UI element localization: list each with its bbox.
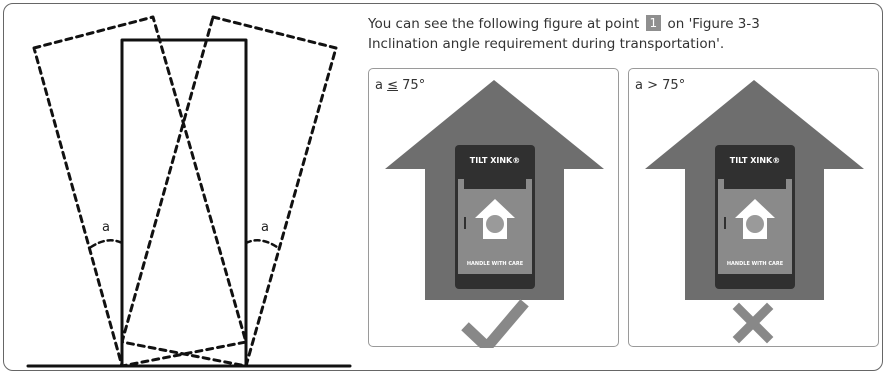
caption-text: You can see the following figure at poin… xyxy=(368,16,644,32)
label-prefix: a xyxy=(375,78,388,93)
angle-label-right: a xyxy=(261,220,269,235)
sticker-indicator xyxy=(746,215,764,233)
angle-arc-left xyxy=(89,239,124,249)
label-value: 75° xyxy=(398,78,426,93)
panel-acceptable: TILT XINK® HANDLE WITH CARE a ≤ 75° xyxy=(368,68,619,348)
caption-line-1: You can see the following figure at poin… xyxy=(368,14,868,34)
panel-label: a ≤ 75° xyxy=(375,78,425,93)
sticker-brand: TILT XINK® xyxy=(730,156,781,165)
sticker-bottom-text: HANDLE WITH CARE xyxy=(727,261,784,267)
angle-label-left: a xyxy=(102,220,110,235)
tilted-cabinet-left xyxy=(32,15,248,368)
caption: You can see the following figure at poin… xyxy=(368,14,868,54)
caption-line-2: Inclination angle requirement during tra… xyxy=(368,36,725,52)
label-operator: > xyxy=(647,78,659,93)
label-operator: ≤ xyxy=(387,78,399,93)
caption-text: on 'Figure 3-3 xyxy=(663,16,760,32)
sticker-brand: TILT XINK® xyxy=(470,156,521,165)
upright-cabinet xyxy=(120,38,248,368)
tilt-diagram: a a xyxy=(26,15,352,368)
acceptable-illustration: TILT XINK® HANDLE WITH CARE xyxy=(385,80,604,348)
panel-label: a > 75° xyxy=(635,78,685,93)
sticker-indicator xyxy=(486,215,504,233)
cross-icon xyxy=(732,302,774,344)
angle-arc-right xyxy=(244,239,279,249)
label-prefix: a xyxy=(635,78,648,93)
sticker-bottom-text: HANDLE WITH CARE xyxy=(467,261,524,267)
tilted-cabinet-right xyxy=(120,15,338,368)
panel-not-acceptable: TILT XINK® HANDLE WITH CARE a > 75° xyxy=(628,68,879,347)
point-badge: 1 xyxy=(645,15,662,31)
label-value: 75° xyxy=(658,78,686,93)
not-acceptable-illustration: TILT XINK® HANDLE WITH CARE xyxy=(645,80,864,344)
check-icon xyxy=(461,299,529,348)
